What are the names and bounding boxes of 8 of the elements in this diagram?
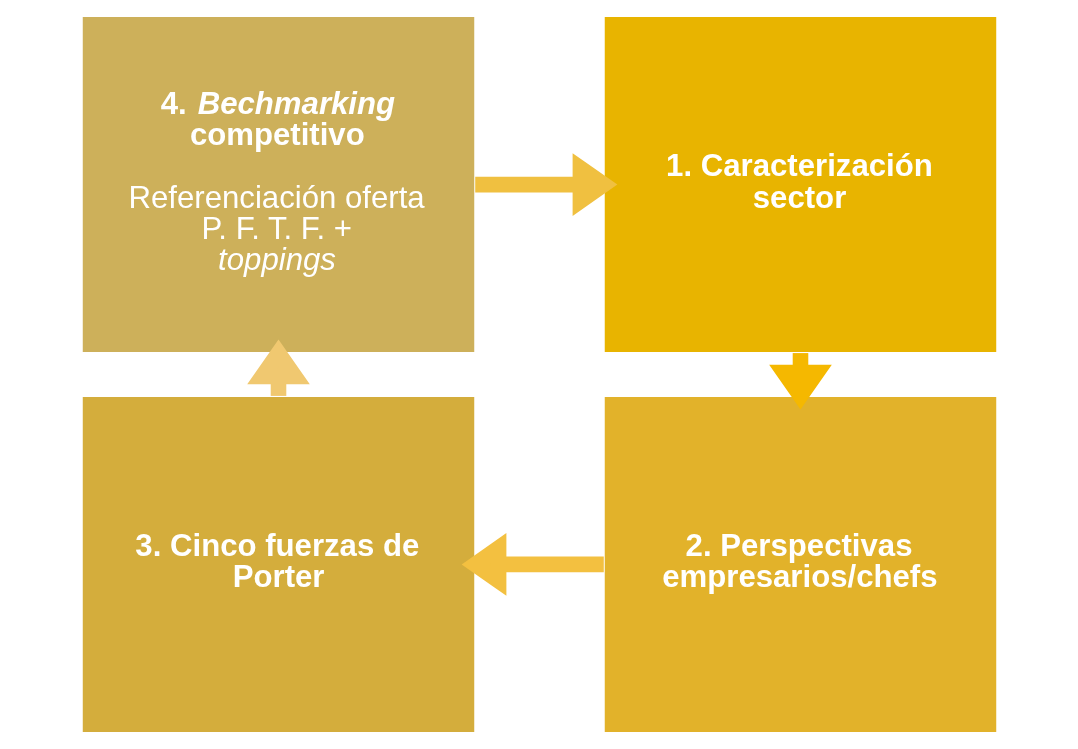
node-box: 1. Caracterización sector	[602, 15, 998, 355]
node-box: 4. Bechmarking competitivo Referenciación oferta P. F. T. F. + toppings	[80, 15, 476, 355]
arrow	[474, 153, 617, 216]
node-box: 2. Perspectivas empresarios/chefs	[602, 394, 998, 734]
arrow	[246, 339, 310, 396]
node-box: 3. Cinco fuerzas de Porter	[80, 394, 476, 734]
arrow	[461, 533, 604, 596]
arrow	[768, 353, 832, 410]
